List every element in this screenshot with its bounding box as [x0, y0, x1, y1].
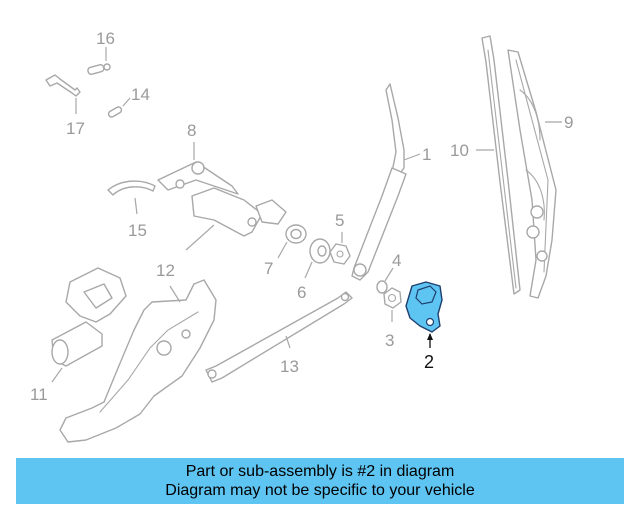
part-12-motor-bracket	[59, 279, 217, 443]
leader-12-bracket	[185, 224, 215, 251]
callout-14: 14	[131, 85, 150, 104]
part-4-washer	[376, 267, 394, 294]
callout-4: 4	[392, 251, 401, 270]
part-8-pivot	[157, 142, 239, 195]
part-1-wiper-arm	[351, 83, 421, 281]
callout-16: 16	[96, 29, 115, 48]
part-6-washer	[304, 238, 331, 279]
callout-6: 6	[297, 283, 306, 302]
callout-15: 15	[128, 221, 147, 240]
info-banner: Part or sub-assembly is #2 in diagram Di…	[16, 458, 624, 504]
callout-1: 1	[422, 145, 431, 164]
callout-12: 12	[156, 261, 175, 280]
part-5-nut	[329, 232, 351, 265]
part-13-drive-link	[205, 291, 353, 383]
part-14-bushing	[107, 97, 131, 118]
callout-2: 2	[424, 352, 434, 372]
part-2-highlighted[interactable]	[405, 281, 443, 348]
callout-11: 11	[30, 385, 48, 404]
part-16-pin	[87, 47, 111, 75]
callout-3: 3	[385, 331, 394, 350]
part-11-wiper-motor	[51, 267, 127, 383]
callout-5: 5	[335, 211, 344, 230]
part-10-wiper-blade	[476, 35, 521, 295]
part-7-grommet	[277, 224, 307, 259]
callout-8: 8	[187, 121, 196, 140]
callout-9: 9	[564, 113, 573, 132]
part-17-bolt	[45, 74, 81, 114]
pivot-shaft-bracket	[191, 187, 287, 237]
part-9-blade-frame	[507, 49, 562, 299]
callout-17: 17	[66, 119, 85, 138]
banner-line-1: Part or sub-assembly is #2 in diagram	[185, 463, 455, 480]
banner-line-2: Diagram may not be specific to your vehi…	[165, 482, 475, 499]
part-15-hose	[107, 180, 156, 215]
callout-10: 10	[450, 141, 469, 160]
callout-7: 7	[264, 259, 273, 278]
part-3-cap-nut	[383, 287, 402, 322]
callout-13: 13	[280, 357, 299, 376]
